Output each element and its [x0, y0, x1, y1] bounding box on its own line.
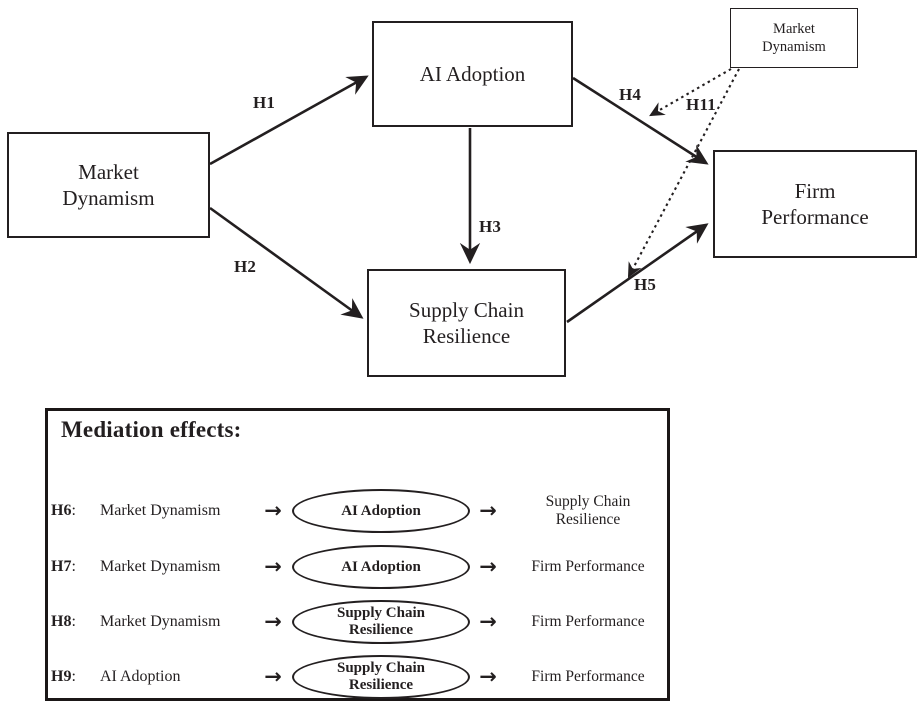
hypothesis-id: H6:: [51, 502, 76, 520]
outcome-label: Firm Performance: [531, 668, 645, 686]
node-supply-chain-resilience-label: Supply Chain Resilience: [409, 297, 524, 348]
h5-label: H5: [633, 275, 657, 294]
mediation-row-h7: H7: Market Dynamism → AI Adoption → Firm…: [48, 539, 667, 595]
outcome-label: Firm Performance: [531, 613, 645, 631]
node-firm-performance: Firm Performance: [713, 150, 917, 258]
mediation-panel: Mediation effects: H6: Market Dynamism →…: [45, 408, 670, 701]
h3-label: H3: [478, 217, 502, 236]
hypothesis-id: H7:: [51, 558, 76, 576]
predictor-label: Market Dynamism: [100, 613, 221, 630]
mediator-ellipse: Supply Chain Resilience: [292, 655, 470, 699]
mediator-ellipse: AI Adoption: [292, 545, 470, 589]
predictor-label: Market Dynamism: [100, 558, 221, 575]
hypothesis-id-colon: :: [71, 502, 76, 519]
h1-arrow: [209, 75, 369, 166]
arrow-right-icon: →: [264, 498, 282, 523]
node-market-dynamism: Market Dynamism: [7, 132, 210, 238]
node-supply-chain-resilience: Supply Chain Resilience: [367, 269, 566, 377]
h1-label: H1: [252, 93, 276, 112]
mediation-title: Mediation effects:: [61, 417, 242, 442]
arrow-right-icon: →: [264, 664, 282, 689]
predictor-label: Market Dynamism: [100, 502, 221, 519]
hypothesis-id-colon: :: [71, 613, 76, 630]
mediation-row-h9: H9: AI Adoption → Supply Chain Resilienc…: [48, 649, 667, 705]
hypothesis-id: H8:: [51, 613, 76, 631]
mediator-label: AI Adoption: [292, 545, 470, 589]
arrow-right-icon: →: [479, 554, 497, 579]
predictor-label: AI Adoption: [100, 668, 181, 685]
mediation-row-h6: H6: Market Dynamism → AI Adoption → Supp…: [48, 483, 667, 539]
h2-arrow: [209, 206, 364, 319]
mediator-ellipse: AI Adoption: [292, 489, 470, 533]
h11-label: H11: [686, 95, 716, 114]
mediator-label: AI Adoption: [292, 489, 470, 533]
node-ai-adoption: AI Adoption: [372, 21, 573, 127]
mediator-label: Supply Chain Resilience: [292, 655, 470, 699]
node-firm-performance-label: Firm Performance: [761, 178, 869, 229]
outcome-label: Firm Performance: [531, 558, 645, 576]
node-moderator-market-dynamism: Market Dynamism: [730, 8, 858, 68]
hypothesis-id: H9:: [51, 668, 76, 686]
hypothesis-id-colon: :: [71, 558, 76, 575]
mediator-label: Supply Chain Resilience: [292, 600, 470, 644]
h5-arrow: [566, 223, 709, 324]
node-ai-adoption-label: AI Adoption: [419, 61, 526, 86]
mediator-ellipse: Supply Chain Resilience: [292, 600, 470, 644]
arrow-right-icon: →: [479, 498, 497, 523]
hypothesis-id-text: H9: [51, 668, 72, 685]
arrow-right-icon: →: [479, 664, 497, 689]
hypothesis-id-text: H7: [51, 558, 72, 575]
arrow-right-icon: →: [479, 609, 497, 634]
outcome-label: Supply Chain Resilience: [545, 493, 631, 528]
hypothesis-id-colon: :: [71, 668, 76, 685]
h2-label: H2: [233, 257, 257, 276]
hypothesis-id-text: H8: [51, 613, 72, 630]
arrow-right-icon: →: [264, 609, 282, 634]
node-market-dynamism-label: Market Dynamism: [62, 159, 155, 210]
hypothesis-id-text: H6: [51, 502, 72, 519]
mediation-row-h8: H8: Market Dynamism → Supply Chain Resil…: [48, 594, 667, 650]
h4-label: H4: [618, 85, 642, 104]
arrow-right-icon: →: [264, 554, 282, 579]
node-moderator-market-dynamism-label: Market Dynamism: [762, 20, 826, 55]
